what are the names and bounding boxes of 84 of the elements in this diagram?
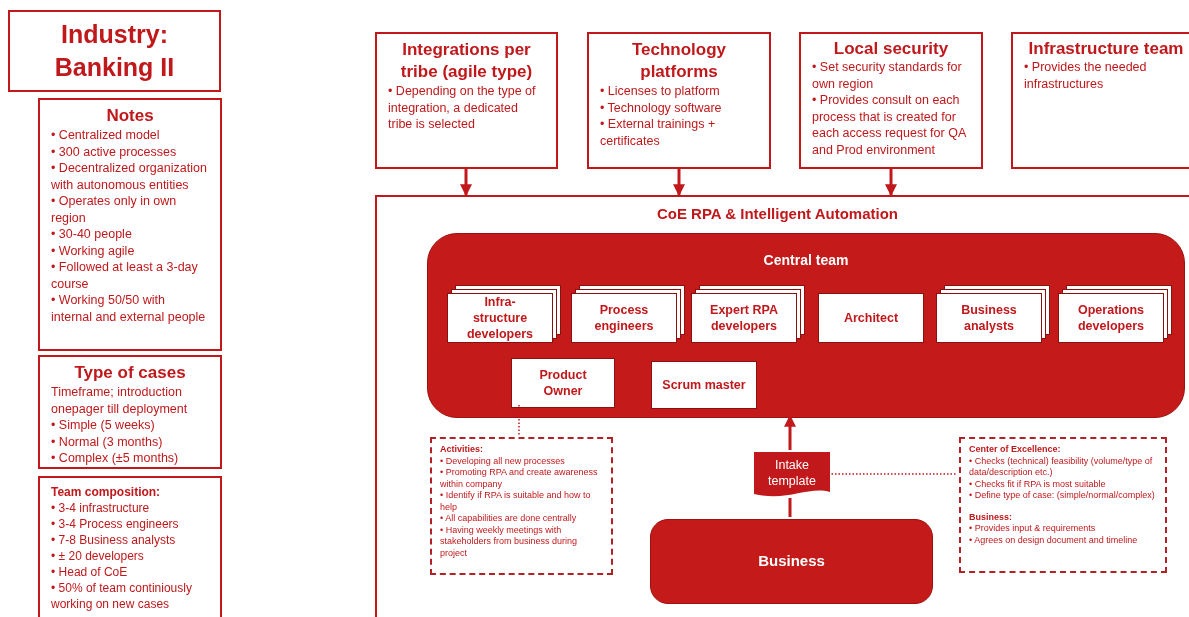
panel-text: • 300 active processes	[51, 143, 178, 160]
panel-text: • Licenses to platform	[600, 83, 721, 100]
role-label: Business analysts	[960, 302, 1018, 334]
note-text: • Having weekly meetings with stakeholders from business during project	[440, 524, 579, 559]
panel-text: • Normal (3 months)	[51, 433, 164, 450]
arrow	[885, 169, 897, 197]
document-label: Intake template	[767, 457, 817, 489]
team-panel	[427, 233, 1185, 418]
note-heading: Activities:	[440, 444, 484, 456]
panel-text: • Followed at least a 3-day course	[51, 259, 199, 292]
info-panel	[38, 476, 222, 617]
panel-text: • Centralized model	[51, 127, 161, 144]
panel-text: • Working 50/50 with internal and external people	[51, 292, 207, 325]
role-card	[1058, 293, 1164, 343]
panel-text: • 3-4 Process engineers	[51, 516, 180, 532]
panel-heading: Integrations per tribe (agile type)	[399, 39, 534, 83]
arrow	[673, 169, 685, 197]
role-label: Operations developers	[1077, 302, 1145, 334]
panel-text: • Head of CoE	[51, 564, 129, 580]
arrow	[784, 414, 796, 450]
note-heading: Business:	[969, 511, 1013, 523]
role-label: Scrum master	[662, 377, 746, 393]
panel-text: • External trainings + certificates	[600, 116, 717, 149]
title-box	[8, 10, 221, 92]
panel-heading: Infrastructure team	[1027, 39, 1185, 59]
note-text: • Agrees on design document and timeline	[969, 534, 1139, 546]
panel-text: • ± 20 developers	[51, 548, 145, 564]
role-card	[571, 293, 677, 343]
panel-heading: Technology platforms	[630, 39, 728, 83]
panel-text: • 7-8 Business analysts	[51, 532, 177, 548]
panel-heading: Team composition:	[51, 484, 162, 500]
coe-container	[375, 195, 1189, 617]
role-card	[447, 293, 553, 343]
note-text: • Checks fit if RPA is most suitable	[969, 478, 1107, 490]
role-card	[936, 293, 1042, 343]
note-text: • Identify if RPA is suitable and how to help	[440, 490, 592, 513]
business-label: Business	[758, 551, 825, 572]
note-text: • Checks (technical) feasibility (volume/type of data/description etc.)	[969, 455, 1154, 479]
business-box	[650, 519, 933, 604]
container-title: CoE RPA & Intelligent Automation	[655, 204, 900, 224]
title-text: Industry: Banking II	[53, 19, 176, 83]
panel-text: • Simple (5 weeks)	[51, 417, 156, 434]
info-panel	[799, 32, 983, 169]
role-card	[511, 358, 615, 408]
info-panel	[38, 355, 222, 469]
panel-text: • 30-40 people	[51, 226, 133, 243]
panel-heading: Type of cases	[73, 362, 187, 384]
team-title: Central team	[762, 251, 850, 270]
info-panel	[587, 32, 771, 169]
panel-text: • Complex (±5 months)	[51, 450, 180, 467]
panel-text: • 50% of team continiously working on new cases	[51, 580, 193, 612]
note-heading: Center of Excellence:	[969, 444, 1062, 456]
panel-heading: Notes	[105, 105, 155, 127]
note-text: • All capabilities are done centrally	[440, 513, 578, 525]
info-panel	[375, 32, 558, 169]
role-label: Process engineers	[593, 302, 655, 334]
panel-text: • Provides consult on each process that is created for each access request for QA and Prod environment	[812, 92, 967, 158]
dotted-connector	[518, 404, 520, 436]
role-label: Product Owner	[538, 367, 588, 399]
role-label: Infra-structure developers	[466, 294, 534, 342]
note-text: • Define type of case: (simple/normal/complex)	[969, 490, 1156, 502]
note-text: • Developing all new processes	[440, 455, 566, 467]
note-panel	[430, 437, 613, 575]
role-card	[691, 293, 797, 343]
role-label: Expert RPA developers	[709, 302, 779, 334]
role-label: Architect	[843, 310, 899, 326]
info-panel	[38, 98, 222, 351]
panel-text: • Decentralized organization with autonomous entities	[51, 160, 208, 193]
panel-text: • Provides the needed infrastructures	[1024, 59, 1148, 92]
panel-text: • 3-4 infrastructure	[51, 500, 151, 516]
panel-text: • Working agile	[51, 242, 136, 259]
panel-text: • Depending on the type of integration, a dedicated tribe is selected	[388, 83, 537, 133]
panel-text: • Set security standards for own region	[812, 59, 963, 92]
panel-text: • Operates only in own region	[51, 193, 178, 226]
panel-text: • Technology software	[600, 99, 723, 116]
panel-text: Timeframe; introduction onepager till deployment	[51, 384, 189, 417]
role-card	[818, 293, 924, 343]
note-text: • Promoting RPA and create awareness within company	[440, 467, 599, 490]
arrow	[460, 169, 472, 197]
note-panel	[959, 437, 1167, 573]
note-text: • Provides input & requirements	[969, 523, 1097, 535]
role-card	[651, 361, 757, 409]
panel-heading: Local security	[832, 39, 950, 59]
info-panel	[1011, 32, 1189, 169]
